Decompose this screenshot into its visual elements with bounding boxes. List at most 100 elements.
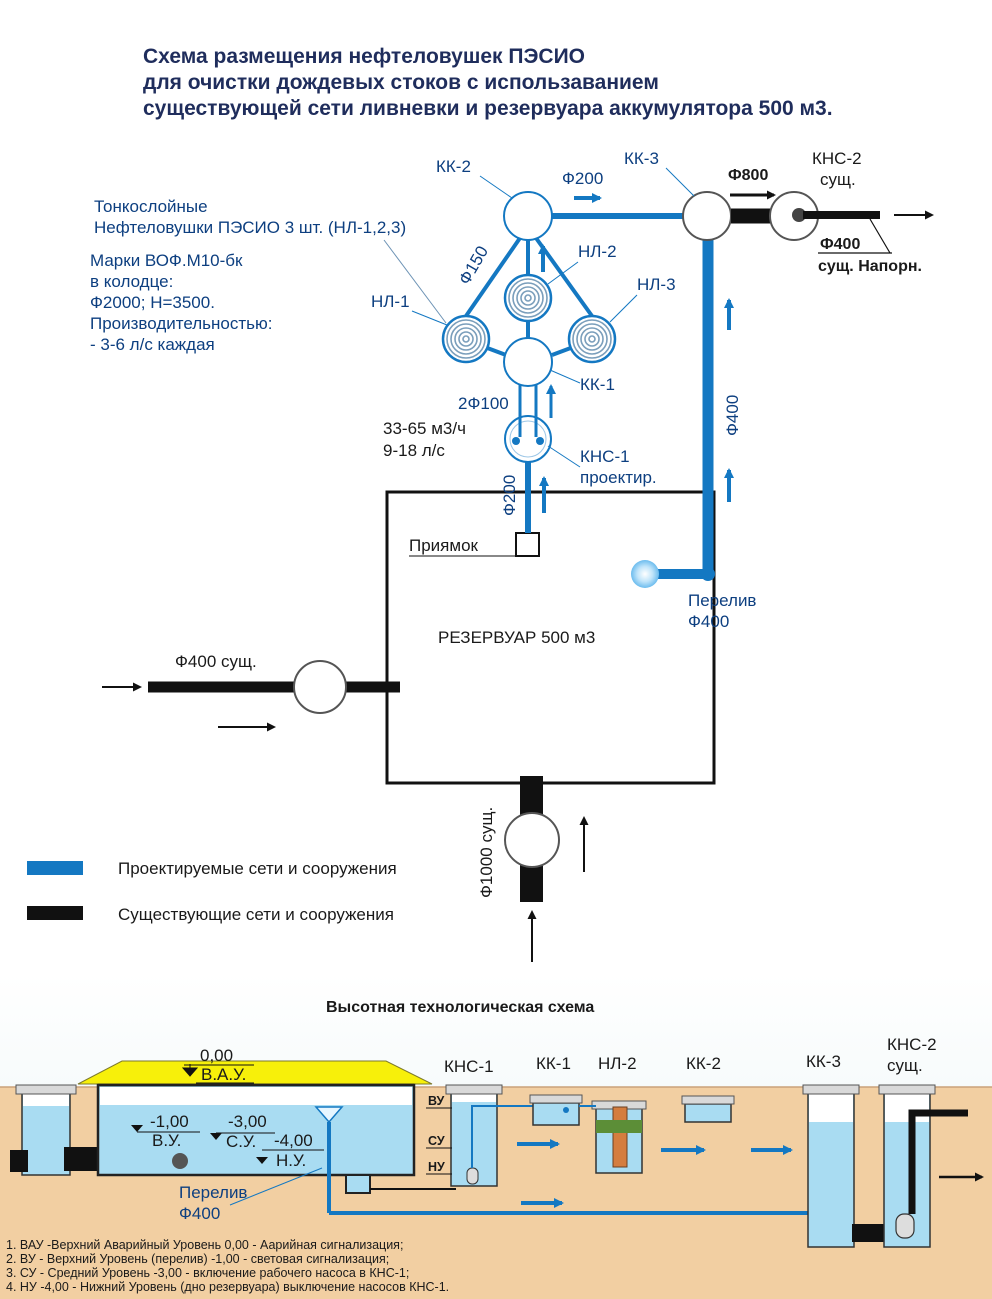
kns2-section-air: [885, 1094, 929, 1122]
nl3-label: НЛ-3: [637, 275, 676, 294]
left-well: [21, 1092, 71, 1176]
tag-vu: ВУ: [428, 1094, 445, 1108]
kns1-pump-icon: [504, 415, 552, 463]
title-line-3: существующей сети ливневки и резервуара …: [143, 97, 833, 120]
kns1-well-cap: [445, 1084, 503, 1095]
nl2-section-label: НЛ-2: [598, 1054, 637, 1073]
su-label: С.У.: [226, 1132, 256, 1151]
kk2-section-well: [684, 1103, 732, 1123]
inlet-manhole-icon: [293, 660, 347, 714]
overflow-label-1: Перелив: [688, 591, 756, 610]
kk3-section-air: [809, 1094, 853, 1122]
nl2-label: НЛ-2: [578, 242, 617, 261]
brand-label-2: в колодце:: [90, 272, 173, 291]
reservoir-section-air: [100, 1087, 412, 1105]
level-400-mark-icon: [256, 1157, 268, 1164]
level-300-mark-icon: [210, 1133, 222, 1140]
embankment: [77, 1060, 433, 1085]
brand-label-4: Производительностью:: [90, 314, 272, 333]
vu-label: В.У.: [152, 1131, 181, 1150]
kns2-label-2: сущ.: [820, 170, 856, 189]
brand-label-3: Ф2000; Н=3500.: [90, 293, 215, 312]
d800-label: Ф800: [728, 167, 768, 184]
kns2-pump-dot: [792, 208, 806, 222]
d1000-label: Ф1000 сущ.: [477, 807, 496, 898]
nl1-label: НЛ-1: [371, 292, 410, 311]
vau-label: В.А.У.: [201, 1065, 246, 1084]
kk1-section-dot: [563, 1107, 569, 1113]
d200-top-label: Ф200: [562, 169, 603, 188]
nl2-separator-icon: [503, 273, 553, 323]
kk2-section-label: КК-2: [686, 1054, 721, 1073]
flow-label-1: 33-65 м3/ч: [383, 419, 466, 438]
overflow-funnel-icon: [314, 1106, 344, 1124]
sump-box: [515, 532, 540, 557]
kk1-leader: [549, 369, 581, 384]
nu-label: Н.У.: [276, 1151, 306, 1170]
kns2-section-pump-icon: [895, 1213, 915, 1239]
kns2-label-1: КНС-2: [812, 149, 862, 168]
kns2-riser: [908, 1109, 968, 1214]
kns1-label-2: проектир.: [580, 468, 657, 487]
level-400: -4,00: [274, 1131, 313, 1150]
legend-designed-label: Проектируемые сети и сооружения: [118, 859, 397, 878]
pipe-nl1-kk2: [464, 236, 522, 318]
kk2-label: КК-2: [436, 157, 471, 176]
level-000-mark-icon: [181, 1064, 199, 1077]
separators-label-1: Тонкослойные: [94, 197, 208, 216]
d200-vertical-label: Ф200: [500, 475, 519, 516]
nl1-separator-icon: [441, 314, 491, 364]
d2x100-label: 2Ф100: [458, 394, 509, 413]
tag-su: СУ: [428, 1134, 445, 1148]
level-100-mark-icon: [131, 1125, 143, 1132]
kk3-manhole-icon: [682, 191, 732, 241]
kk3-section-cap: [802, 1084, 860, 1095]
legend-existing-swatch: [27, 906, 83, 920]
title-line-2: для очистки дождевых стоков с использава…: [143, 71, 659, 94]
brand-label-5: - 3-6 л/с каждая: [90, 335, 215, 354]
left-pipe-stub: [10, 1150, 28, 1172]
kk3-to-kns2-pipe: [852, 1224, 884, 1242]
kk1-section-cap: [529, 1094, 583, 1104]
kk1-label: КК-1: [580, 375, 615, 394]
nl3-leader: [609, 294, 638, 323]
level-100: -1,00: [150, 1112, 189, 1131]
kns1-well-air: [452, 1094, 496, 1102]
note-1: 1. ВАУ -Верхний Аварийный Уровень 0,00 -…: [6, 1238, 403, 1252]
kk3-leader: [665, 167, 695, 197]
nl2-section-core-icon: [612, 1106, 628, 1168]
kk3-section-label: КК-3: [806, 1052, 841, 1071]
nl1-leader: [411, 310, 448, 326]
kns2-section-label-2: сущ.: [887, 1056, 923, 1075]
nl2-section-media: [596, 1120, 642, 1133]
kns1-pump-b: [536, 437, 544, 445]
section-overflow-leader: [229, 1167, 323, 1206]
section-overflow-label-1: Перелив: [179, 1183, 247, 1202]
brand-label-1: Марки ВОФ.М10-бк: [90, 251, 243, 270]
existing-pressure-label: сущ. Напорн.: [818, 258, 922, 275]
d1000-manhole-icon: [504, 812, 560, 868]
note-4: 4. НУ -4,00 - Нижний Уровень (дно резерв…: [6, 1280, 449, 1294]
legend-existing-label: Существующие сети и сооружения: [118, 905, 394, 924]
kns2-section-cap: [878, 1084, 936, 1095]
kk1-section-well: [532, 1102, 580, 1126]
kk1-section-label: КК-1: [536, 1054, 571, 1073]
kns1-riser: [471, 1105, 540, 1168]
reservoir-label: РЕЗЕРВУАР 500 м3: [438, 628, 595, 647]
kk2-section-cap: [681, 1095, 735, 1105]
overflow-joint: [701, 567, 715, 581]
tag-nu: НУ: [428, 1160, 445, 1174]
nl3-separator-icon: [567, 314, 617, 364]
level-000: 0,00: [200, 1046, 233, 1065]
legend-designed-swatch: [27, 861, 83, 875]
title-line-1: Схема размещения нефтеловушек ПЭСИО: [143, 45, 585, 68]
reservoir-sediment-dot: [172, 1153, 188, 1169]
left-well-air: [23, 1094, 69, 1106]
kk2-manhole-icon: [503, 191, 553, 241]
kns2-section-label-1: КНС-2: [887, 1035, 937, 1054]
d400-vertical-label: Ф400: [723, 395, 742, 436]
kns1-inner: [509, 420, 547, 458]
note-3: 3. СУ - Средний Уровень -3,00 - включени…: [6, 1266, 409, 1280]
kns1-section-label: КНС-1: [444, 1057, 494, 1076]
